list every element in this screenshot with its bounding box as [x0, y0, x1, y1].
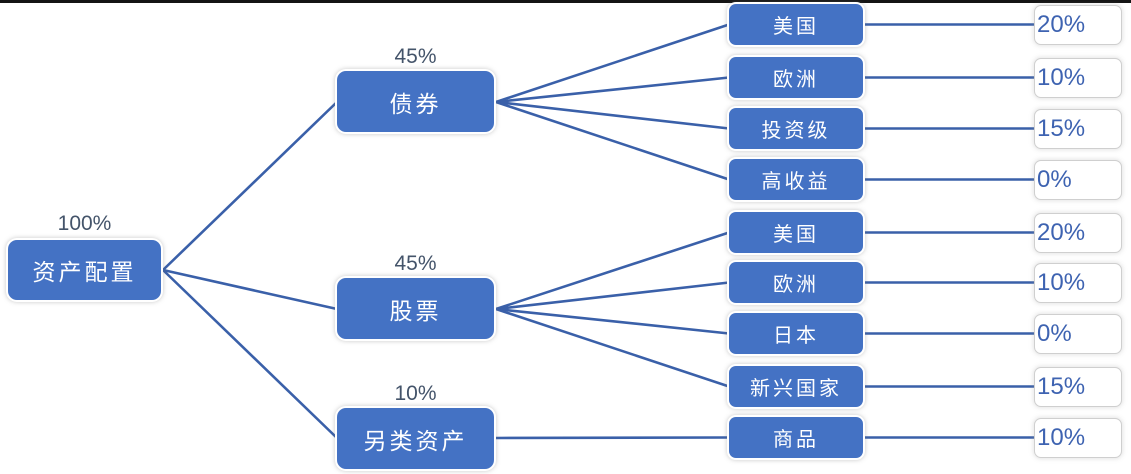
value-bonds-us: 20%: [1034, 5, 1122, 45]
node-label: 欧洲: [773, 274, 819, 296]
node-label: 美国: [773, 16, 819, 38]
node-label: 股票: [389, 298, 442, 324]
value-bonds-high-yield: 0%: [1034, 160, 1122, 200]
node-label: 投资级: [761, 120, 831, 142]
node-stocks-emerging: 新兴国家: [729, 366, 863, 407]
node-stocks-japan: 日本: [729, 313, 863, 354]
node-label: 商品: [773, 429, 819, 451]
value-stocks-europe: 10%: [1034, 263, 1122, 303]
node-label: 高收益: [761, 171, 831, 193]
node-label: 债券: [389, 91, 442, 117]
stocks-percent-label: 45%: [394, 252, 437, 275]
root-percent-label: 100%: [57, 212, 112, 235]
node-bonds-us: 美国: [729, 4, 863, 45]
value-bonds-investment-grade: 15%: [1034, 109, 1122, 149]
node-stocks-us: 美国: [729, 212, 863, 253]
value-stocks-us: 20%: [1034, 213, 1122, 253]
node-bonds-europe: 欧洲: [729, 57, 863, 98]
value-bonds-europe: 10%: [1034, 58, 1122, 98]
node-bonds: 债券: [337, 71, 494, 132]
value-stocks-emerging: 15%: [1034, 367, 1122, 407]
node-alternative-assets: 另类资产: [337, 408, 494, 469]
value-stocks-japan: 0%: [1034, 314, 1122, 354]
node-label: 美国: [773, 224, 819, 246]
node-label: 另类资产: [363, 428, 468, 454]
value-alternatives-commodities: 10%: [1034, 418, 1122, 458]
top-rule: [0, 0, 1131, 3]
node-stocks: 股票: [337, 278, 494, 339]
node-label: 资产配置: [32, 260, 137, 285]
node-asset-allocation: 资产配置: [8, 240, 161, 300]
bonds-percent-label: 45%: [394, 45, 437, 68]
node-stocks-europe: 欧洲: [729, 262, 863, 303]
node-label: 新兴国家: [750, 378, 842, 400]
node-bonds-high-yield: 高收益: [729, 159, 863, 200]
alternatives-percent-label: 10%: [394, 382, 437, 405]
node-label: 日本: [773, 325, 819, 347]
node-alternatives-commodities: 商品: [729, 417, 863, 458]
node-bonds-investment-grade: 投资级: [729, 108, 863, 149]
node-label: 欧洲: [773, 69, 819, 91]
